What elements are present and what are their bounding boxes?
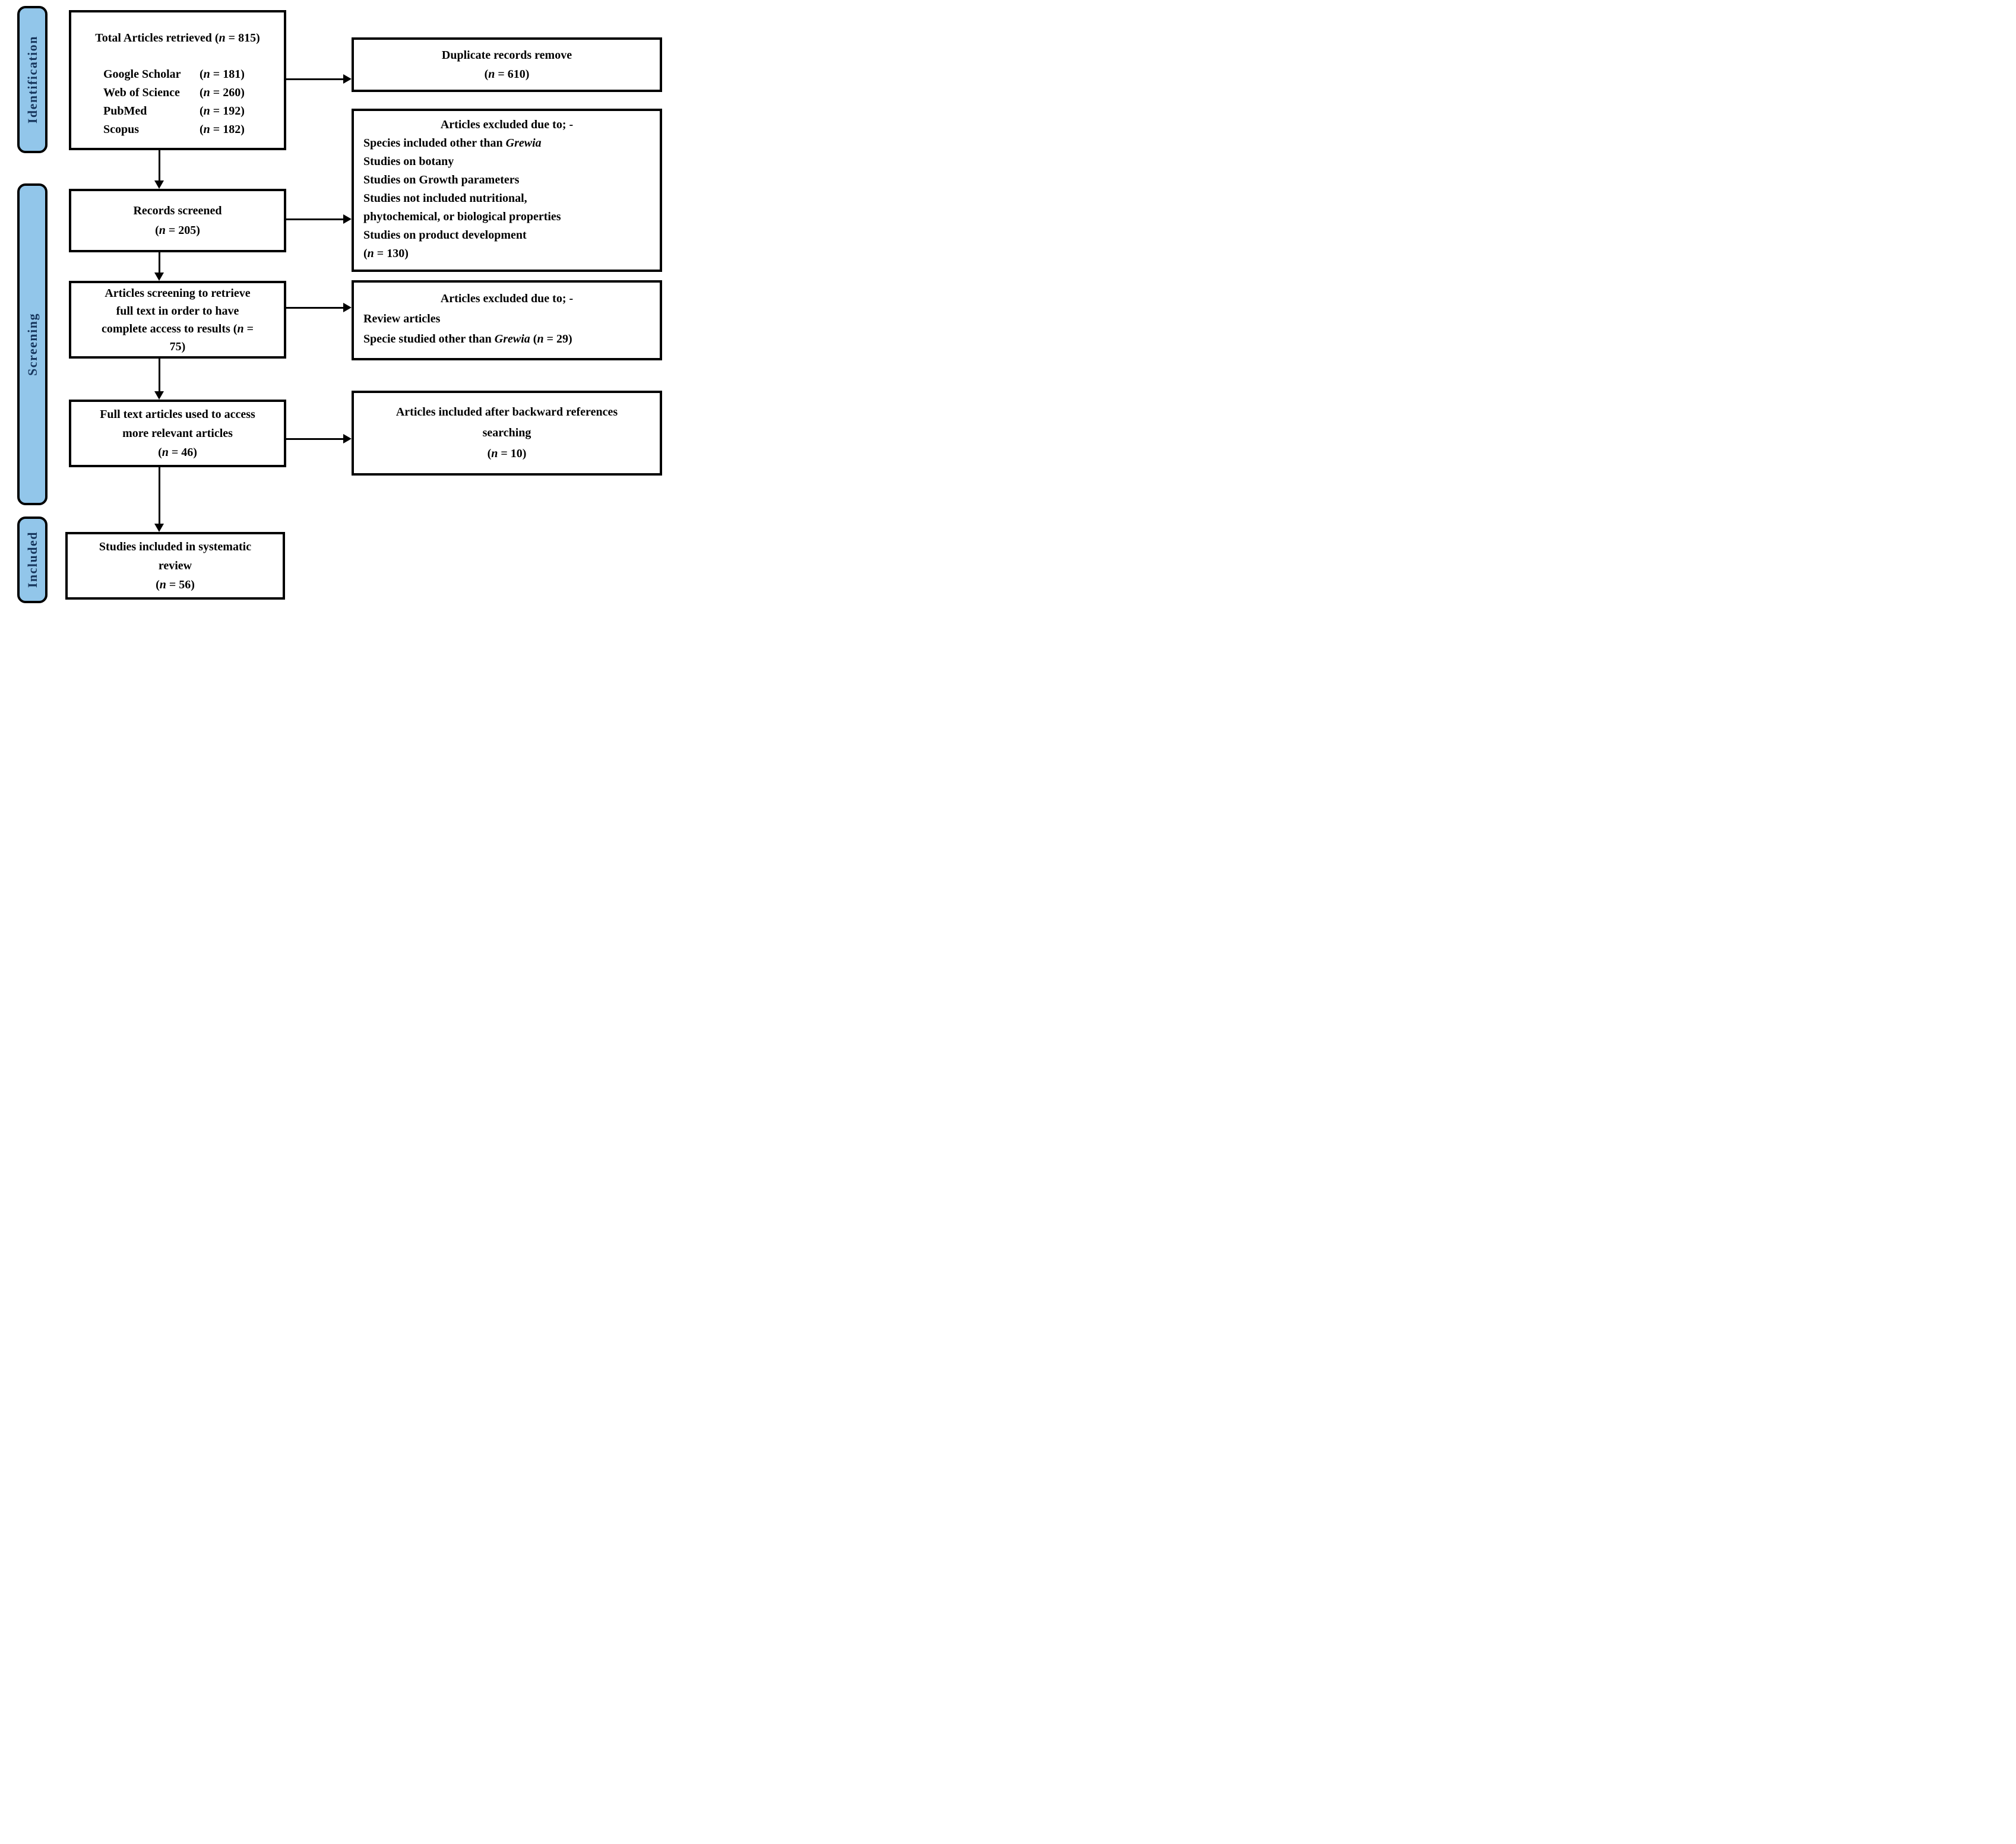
source-row: Google Scholar (n = 181) <box>103 65 284 84</box>
studies-included-line: review <box>158 559 192 572</box>
arrow-shaft <box>286 218 344 220</box>
source-count: (n = 260) <box>200 86 245 99</box>
source-name: PubMed <box>103 104 147 118</box>
backward-line: searching <box>482 426 531 439</box>
excluded-reason: Studies on Growth parameters <box>363 173 520 186</box>
excluded-fulltext-title: Articles excluded due to; - <box>440 292 574 305</box>
excluded-screening-reasons: Species included other than Grewia Studi… <box>354 134 660 263</box>
arrowhead-right-icon <box>343 434 352 443</box>
excluded-reason: Species included other than Grewia <box>363 137 542 150</box>
records-screened-line: Records screened <box>133 204 222 217</box>
arrowhead-right-icon <box>343 74 352 84</box>
box-articles-excluded-screening: Articles excluded due to; - Species incl… <box>352 109 662 272</box>
arrow-shaft <box>159 150 160 182</box>
source-name: Web of Science <box>103 86 180 99</box>
excluded-screening-title: Articles excluded due to; - <box>440 118 574 131</box>
stage-screening-label: Screening <box>24 313 40 376</box>
excluded-reason: Specie studied other than Grewia (n = 29… <box>363 332 572 346</box>
arrowhead-right-icon <box>343 214 352 224</box>
screening-line: Articles screening to retrieve <box>105 286 251 300</box>
excluded-reason: Studies on botany <box>363 155 454 168</box>
arrowhead-down-icon <box>154 180 164 189</box>
arrowhead-down-icon <box>154 391 164 400</box>
stage-included-label: Included <box>24 531 40 588</box>
excluded-reason: Studies on product development <box>363 229 527 242</box>
box-total-articles-retrieved: Total Articles retrieved (n = 815) Googl… <box>69 10 286 150</box>
arrow-shaft <box>159 359 160 392</box>
arrow-shaft <box>286 307 344 309</box>
box-fulltext-articles-used: Full text articles used to access more r… <box>69 400 286 467</box>
box-studies-included-final: Studies included in systematic review (n… <box>65 532 285 600</box>
backward-line: Articles included after backward referen… <box>395 405 618 419</box>
studies-included-line: Studies included in systematic <box>99 540 252 553</box>
arrow-shaft <box>159 252 160 274</box>
source-row: PubMed (n = 192) <box>103 102 284 121</box>
box-articles-excluded-fulltext: Articles excluded due to; - Review artic… <box>352 280 662 360</box>
source-name: Scopus <box>103 123 140 136</box>
arrowhead-down-icon <box>154 524 164 532</box>
source-count: (n = 182) <box>200 123 245 136</box>
total-retrieved-title: Total Articles retrieved (n = 815) <box>95 31 260 45</box>
screening-line: 75) <box>169 340 186 353</box>
fulltext-used-count: (n = 46) <box>158 446 197 459</box>
stage-included: Included <box>17 517 48 603</box>
arrowhead-right-icon <box>343 303 352 312</box>
screening-line: complete access to results (n = <box>102 322 254 335</box>
source-count: (n = 192) <box>200 104 245 118</box>
source-row: Web of Science (n = 260) <box>103 84 284 102</box>
box-backward-references-included: Articles included after backward referen… <box>352 391 662 476</box>
studies-included-count: (n = 56) <box>156 578 195 591</box>
box-records-screened: Records screened (n = 205) <box>69 189 286 252</box>
source-row: Scopus (n = 182) <box>103 121 284 139</box>
stage-screening: Screening <box>17 183 48 505</box>
screening-line: full text in order to have <box>116 304 239 318</box>
excluded-reason: phytochemical, or biological properties <box>363 210 561 223</box>
arrow-shaft <box>286 438 344 440</box>
excluded-reason: Review articles <box>363 312 441 325</box>
stage-identification-label: Identification <box>24 35 40 124</box>
source-name: Google Scholar <box>103 68 181 81</box>
fulltext-used-line: Full text articles used to access <box>100 408 255 421</box>
arrow-shaft <box>286 78 344 80</box>
source-list: Google Scholar (n = 181) Web of Science (n… <box>71 65 284 139</box>
fulltext-used-line: more relevant articles <box>122 427 233 440</box>
box-duplicate-records-removed: Duplicate records remove (n = 610) <box>352 37 662 92</box>
arrow-shaft <box>159 467 160 525</box>
excluded-count: (n = 130) <box>363 247 409 260</box>
stage-identification: Identification <box>17 6 48 153</box>
source-count: (n = 181) <box>200 68 245 81</box>
excluded-fulltext-reasons: Review articles Specie studied other tha… <box>354 309 660 349</box>
prisma-flow-diagram: Identification Screening Included Total … <box>0 0 672 614</box>
arrowhead-down-icon <box>154 273 164 281</box>
box-articles-screening-fulltext: Articles screening to retrieve full text… <box>69 281 286 359</box>
duplicates-line: Duplicate records remove <box>441 49 572 62</box>
backward-count: (n = 10) <box>487 447 527 460</box>
records-screened-count: (n = 205) <box>155 223 200 237</box>
duplicates-count: (n = 610) <box>484 68 530 81</box>
excluded-reason: Studies not included nutritional, <box>363 192 527 205</box>
